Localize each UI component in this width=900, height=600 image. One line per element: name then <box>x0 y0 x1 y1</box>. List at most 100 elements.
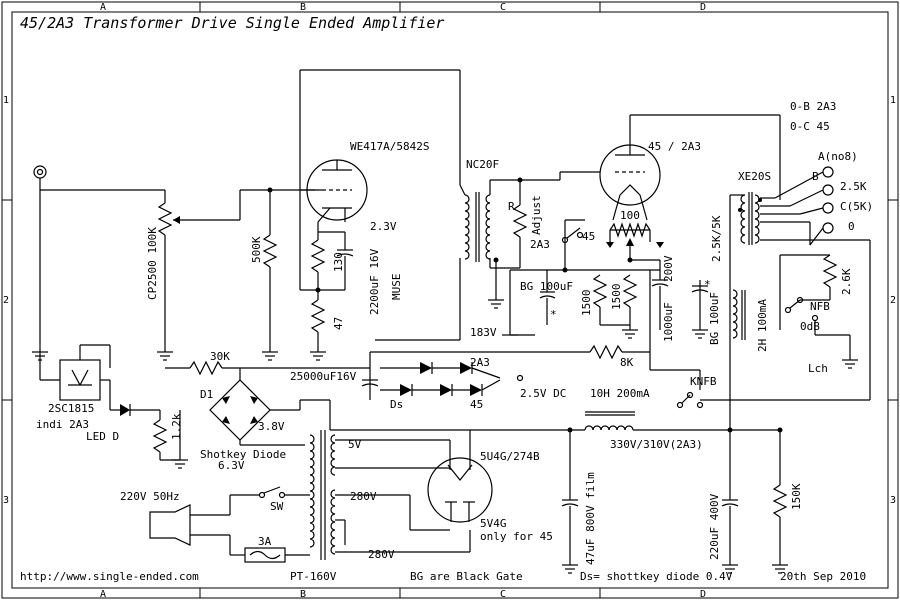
star-label: * <box>550 308 557 321</box>
grid-col-a-top: A <box>100 2 106 13</box>
v280b-label: 280V <box>368 548 395 561</box>
grid-col-d-bottom: D <box>700 589 706 600</box>
indicator-circuit <box>39 344 181 461</box>
lch-label: Lch <box>808 362 828 375</box>
adjust-resistor <box>512 177 528 268</box>
out-b-label: B <box>812 170 819 183</box>
rect3-label: only for 45 <box>480 530 553 543</box>
ground-caps <box>562 564 788 574</box>
r26k-label: 2.6K <box>840 268 853 295</box>
volume-pot <box>157 190 241 352</box>
ch10h-label: 10H 200mA <box>590 387 650 400</box>
ground-bias <box>622 329 638 339</box>
b330-label: 330V/310V(2A3) <box>610 438 703 451</box>
shottkey-label: Shotkey Diode <box>200 448 286 461</box>
sw2a3b-label: 2A3 <box>470 356 490 369</box>
mains-input <box>149 486 310 563</box>
grid-row-3-left: 3 <box>3 495 9 506</box>
r2-3v-label: 2.3V <box>370 220 397 233</box>
output-transformer <box>729 192 762 370</box>
input-jack <box>33 165 165 352</box>
bleeder-150k <box>772 430 788 565</box>
out-25k-label: 2.5K <box>840 180 867 193</box>
nc20f-label: NC20F <box>466 158 499 171</box>
bplus-bus <box>330 370 783 470</box>
interstage-transformer <box>375 179 520 341</box>
out-c-label: C(5K) <box>840 200 873 213</box>
diagram-title: 45/2A3 Transformer Drive Single Ended Am… <box>20 14 444 32</box>
footer-date: 20th Sep 2010 <box>780 570 866 583</box>
c2200-label: 2200uF 16V <box>368 248 381 315</box>
grounds-left <box>32 329 708 469</box>
v280a-label: 280V <box>350 490 377 503</box>
bg100b-label: BG 100uF <box>708 292 721 345</box>
bias-network <box>509 257 669 336</box>
grid-row-1-left: 1 <box>3 95 9 106</box>
sw-label: SW <box>270 500 284 513</box>
ob-label: 0-B 2A3 <box>790 100 836 113</box>
v63-label: 6.3V <box>218 459 245 472</box>
cap-220uf <box>721 430 739 565</box>
sw2a3-label: 2A3 <box>530 238 550 251</box>
grid-row-2-left: 2 <box>3 295 9 306</box>
output-tube <box>520 114 781 221</box>
r1500b-label: 1500 <box>610 284 623 311</box>
r47-label: 47 <box>332 317 345 330</box>
grid-row-3-right: 3 <box>890 495 896 506</box>
bg100-label: BG 100uF <box>520 280 573 293</box>
out-a-label: A(no8) <box>818 150 858 163</box>
nfb-network <box>779 254 851 360</box>
r30k-label: 30K <box>210 350 230 363</box>
grid-col-b-bottom: B <box>300 589 306 600</box>
grid-col-b-top: B <box>300 2 306 13</box>
hum-pot <box>606 222 664 260</box>
pot-label: CP2500 100K <box>146 227 159 300</box>
rectifier-tube <box>427 457 493 523</box>
footer-ds: Ds= shottkey diode 0.4V <box>580 570 733 583</box>
grid-col-c-top: C <box>500 2 506 13</box>
ground-lch <box>842 359 858 369</box>
ch2h-label: 2H 100mA <box>756 299 769 352</box>
cap-47uf <box>561 430 579 565</box>
mains-label: 220V 50Hz <box>120 490 180 503</box>
r130-label: 130 <box>332 252 345 272</box>
r1500a-label: 1500 <box>580 290 593 317</box>
c25000-label: 25000uF16V <box>290 370 357 383</box>
bridge-d1 <box>209 368 331 446</box>
tube45-label: 45 / 2A3 <box>648 140 701 153</box>
r500k-label: 500K <box>250 236 263 263</box>
sw45-label: 45 <box>582 230 595 243</box>
grid-col-a-bottom: A <box>100 589 106 600</box>
grid-row-1-right: 1 <box>890 95 896 106</box>
filament-switch <box>561 219 585 270</box>
r8k-label: 8K <box>620 356 634 369</box>
c1000-label: 1000uF <box>662 302 675 342</box>
x25k-label: 2.5K/5K <box>710 215 723 262</box>
ds-label: Ds <box>390 398 403 411</box>
footer-bg: BG are Black Gate <box>410 570 523 583</box>
nfb-label: NFB <box>810 300 830 313</box>
rect-label: 5U4G/274B <box>480 450 540 463</box>
filament-dc <box>361 362 524 400</box>
star2-label: * <box>704 278 711 291</box>
c47-label: 47uF 800V film <box>584 472 597 565</box>
v5-label: 5V <box>348 438 362 451</box>
inner-border <box>11 11 889 589</box>
adjust-label: Adjust <box>530 195 543 235</box>
power-transformer <box>309 430 471 560</box>
v25dc-label: 2.5V DC <box>520 387 566 400</box>
indi-label: indi 2A3 <box>36 418 89 431</box>
r100-label: 100 <box>620 209 640 222</box>
pt-label: PT-160V <box>290 570 337 583</box>
sw45b-label: 45 <box>470 398 483 411</box>
rect2-label: 5V4G <box>480 517 507 530</box>
knfb-label: KNFB <box>690 375 717 388</box>
grid-col-d-top: D <box>700 2 706 13</box>
knfb-switch <box>650 369 704 409</box>
fuse-label: 3A <box>258 535 272 548</box>
footer-url: http://www.single-ended.com <box>20 570 199 583</box>
cathode-network <box>310 231 354 352</box>
v38-label: 3.8V <box>258 420 285 433</box>
